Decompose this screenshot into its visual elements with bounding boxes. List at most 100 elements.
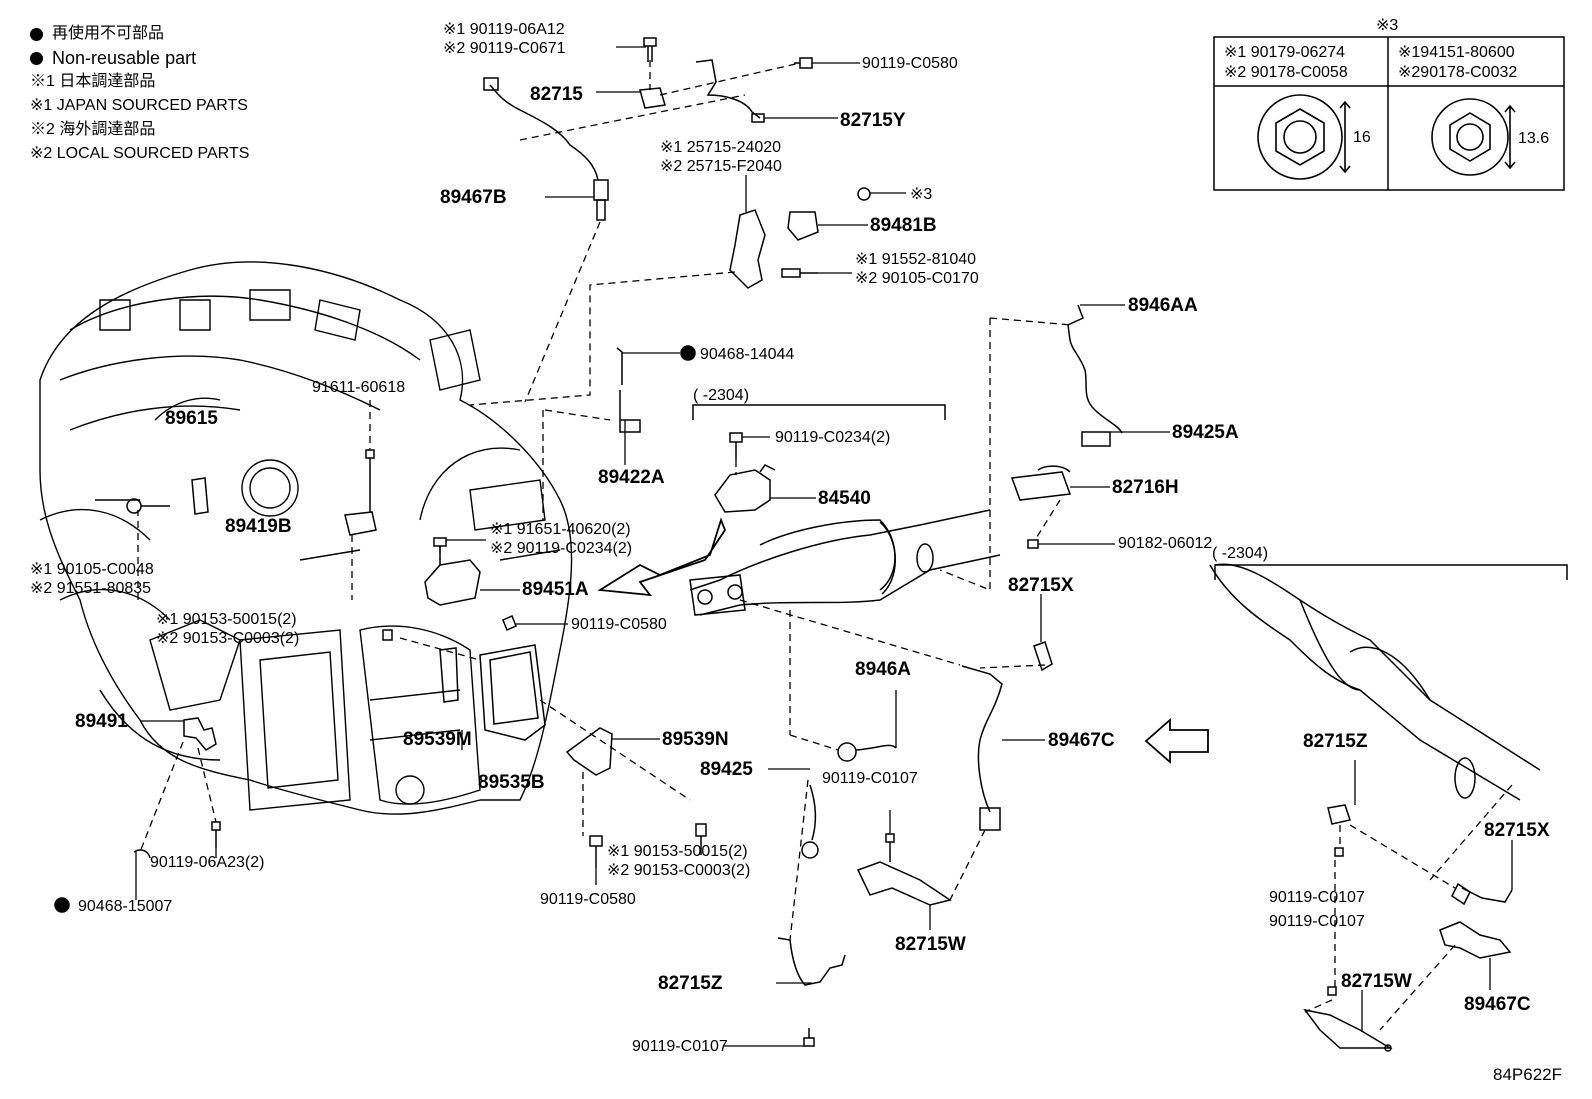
harness-82715y [695,59,761,119]
hex-nut-icon [1431,98,1516,176]
sensor-lead [1461,887,1513,903]
bolt-icon [794,57,813,69]
label-90119-c0580-low: 90119-C0580 [540,891,636,908]
label-90119-c0107-r1: 90119-C0107 [1269,889,1365,906]
label-82715x-mid: 82715X [1008,575,1074,596]
legend-local-sourced-en: ※2 LOCAL SOURCED PARTS [30,145,250,162]
bracket-82715w [856,861,952,906]
note3-title: ※3 [1376,17,1398,34]
label-90105-c0170: ※2 90105-C0170 [855,270,979,287]
label-91651-40620: ※1 91651-40620(2) [490,521,631,538]
note3-left-line2: ※2 90178-C0058 [1224,64,1348,81]
label-90153-c0003-b: ※2 90153-C0003(2) [607,862,750,879]
sensor-89419b [344,511,377,536]
label-90468-15007: 90468-15007 [78,898,172,915]
label-90119-c0234-2b: ※2 90119-C0234(2) [490,540,632,557]
label-90119-c0107-low: 90119-C0107 [632,1038,728,1055]
label-82716h: 82716H [1112,477,1179,498]
label-89425a: 89425A [1172,422,1239,443]
clip-90468-15007 [133,849,151,859]
label-91551-80835: ※2 91551-80835 [30,580,151,597]
bolt-icon [1327,986,1337,996]
bracket-89539m [439,647,459,703]
label-90153-50015-b: ※1 90153-50015(2) [607,843,748,860]
label-89425: 89425 [700,759,753,780]
label-90119-06a12: ※1 90119-06A12 [443,21,565,38]
note3-right-line1: ※194151-80600 [1398,44,1515,61]
label-89539n: 89539N [662,729,729,750]
label-90119-c0107-mid: 90119-C0107 [822,770,918,787]
non-reusable-bullet-icon [30,51,43,65]
label-82715x-right: 82715X [1484,820,1550,841]
label-82715w-mid: 82715W [895,934,966,955]
range-label-upper: ( -2304) [693,387,749,404]
label-25715-f2040: ※2 25715-F2040 [660,158,782,175]
sensor-89422a [616,347,641,433]
label-90119-c0580-mid: 90119-C0580 [571,616,667,633]
dashed-lines [137,60,1513,1031]
sensor-wire [489,84,599,181]
label-90119-06a23: 90119-06A23(2) [150,854,264,871]
legend-japan-sourced-en: ※1 JAPAN SOURCED PARTS [30,97,248,114]
hex-nut-icon [1257,94,1351,180]
label-82715z-right: 82715Z [1303,731,1368,752]
non-reusable-bullet-icon [30,27,43,41]
bolt-icon [211,821,221,848]
bolt-icon [885,833,895,862]
ecu-detail [489,651,539,725]
connector [751,113,765,123]
label-90468-14044: 90468-14044 [700,346,794,363]
drawing-reference: 84P622F [1493,1065,1562,1084]
harness-89425 [809,784,817,841]
label-89467b: 89467B [440,187,507,208]
label-89481b: 89481B [870,215,937,236]
label-note3-ref: ※3 [910,186,932,203]
leader-lines [135,46,1513,1047]
bolt-icon [1334,847,1344,857]
bracket-detail [1384,1044,1392,1052]
bolt-icon [781,268,818,278]
label-91552-81040: ※1 91552-81040 [855,251,976,268]
bracket-82715 [639,87,666,109]
legend-row-non-reusable-en: Non-reusable part [30,46,249,70]
ecu-89535b [479,644,546,741]
sensor-82715x-right [1451,882,1471,906]
label-89451a: 89451A [522,579,589,600]
label-89491: 89491 [75,711,128,732]
label-82715z-low: 82715Z [658,973,723,994]
label-89539m: 89539M [403,729,472,750]
label-90153-50015-a: ※1 90153-50015(2) [156,611,297,628]
note3-table [1213,36,1565,191]
label-89467c-right: 89467C [1464,994,1531,1015]
label-89419b: 89419B [225,516,292,537]
label-82715: 82715 [530,84,583,105]
legend-local-sourced-jp: ※2 海外調達部品 [30,121,156,138]
label-82715y: 82715Y [840,110,906,131]
sensor-89491 [183,717,217,751]
bolt-icon [502,614,517,632]
exhaust-pipe-illustration [689,509,1001,616]
label-8946aa: 8946AA [1128,295,1198,316]
oxygen-sensor-89467b [593,179,609,201]
sensor-connector [979,807,1001,831]
label-90182-06012: 90182-06012 [1118,535,1212,552]
connector-89425 [801,841,819,859]
clamp-82715z [1327,804,1351,825]
label-89467c-mid: 89467C [1048,730,1115,751]
sensor-89451a [424,559,481,606]
label-90119-c0580-top: 90119-C0580 [862,55,958,72]
note3-right-line2: ※290178-C0032 [1398,64,1517,81]
label-90119-c0107-r2: 90119-C0107 [1269,913,1365,930]
note3-left-dimension: 16 [1353,129,1371,146]
connector-89425a [1081,431,1111,447]
legend: 再使用不可部品 Non-reusable part ※1 日本調達部品 ※1 J… [30,22,249,166]
bracket-detail [1037,465,1071,473]
oxygen-sensor-tip [596,199,606,221]
label-8946a: 8946A [855,659,911,680]
legend-japan-sourced-jp: ※1 日本調達部品 [30,73,156,90]
bracket-89539n [565,727,613,776]
note3-left-line1: ※1 90179-06274 [1224,44,1345,61]
engine-transaxle-illustration [39,261,573,815]
nut-icon [1027,539,1039,549]
switch-84540 [714,469,771,513]
